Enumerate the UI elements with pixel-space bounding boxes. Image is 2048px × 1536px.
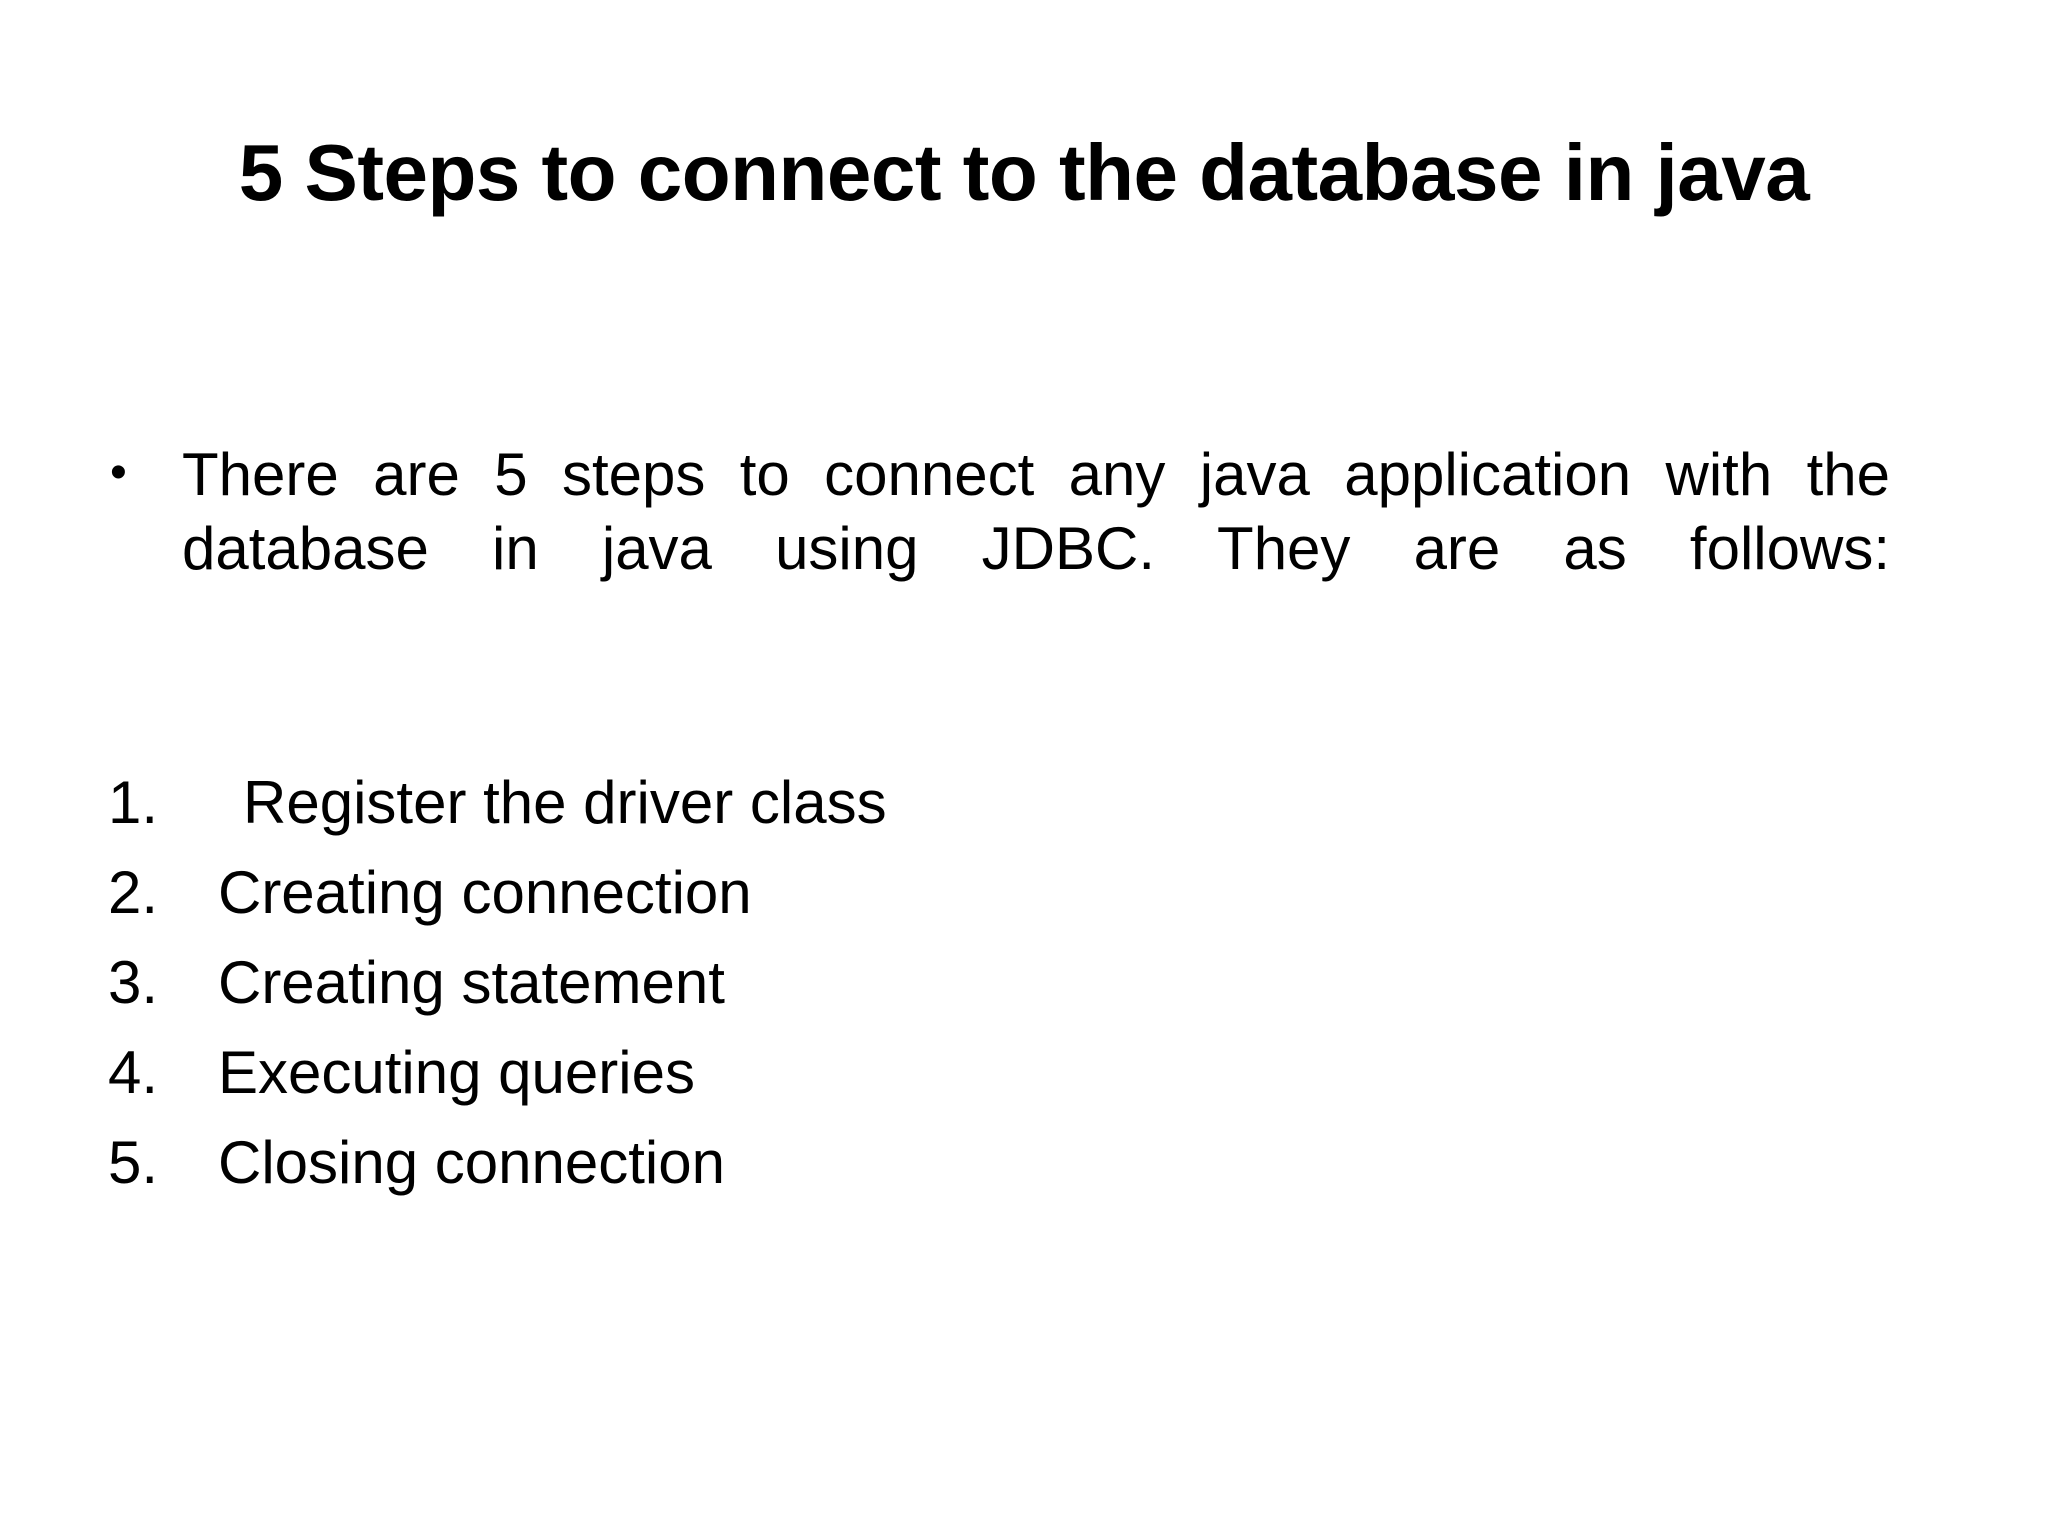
list-item-number: 3.	[108, 949, 159, 1016]
list-item-label: Closing connection	[218, 1129, 725, 1196]
list-item-label: Register the driver class	[243, 769, 887, 836]
list-item-number: 5.	[108, 1129, 159, 1196]
list-item-label: Executing queries	[218, 1039, 695, 1106]
list-item-number: 4.	[108, 1039, 159, 1106]
list-item-number: 1.	[108, 769, 159, 836]
list-item: 2. Creating connection	[100, 848, 1600, 938]
numbered-steps-list: 1. Register the driver class 2. Creating…	[100, 758, 1600, 1208]
slide-body: • There are 5 steps to connect any java …	[100, 438, 1960, 661]
page-title: 5 Steps to connect to the database in ja…	[238, 128, 1810, 217]
bullet-item-label: There are 5 steps to connect any java ap…	[182, 441, 1890, 583]
list-item: 1. Register the driver class	[100, 758, 1600, 848]
list-item: 3. Creating statement	[100, 938, 1600, 1028]
list-item-number: 2.	[108, 859, 159, 926]
list-item: 4. Executing queries	[100, 1028, 1600, 1118]
list-item-label: Creating connection	[218, 859, 752, 926]
bullet-list-item: • There are 5 steps to connect any java …	[100, 438, 1890, 661]
list-item: 5. Closing connection	[100, 1118, 1600, 1208]
list-item-label: Creating statement	[218, 949, 725, 1016]
bullet-point-icon: •	[110, 446, 127, 499]
